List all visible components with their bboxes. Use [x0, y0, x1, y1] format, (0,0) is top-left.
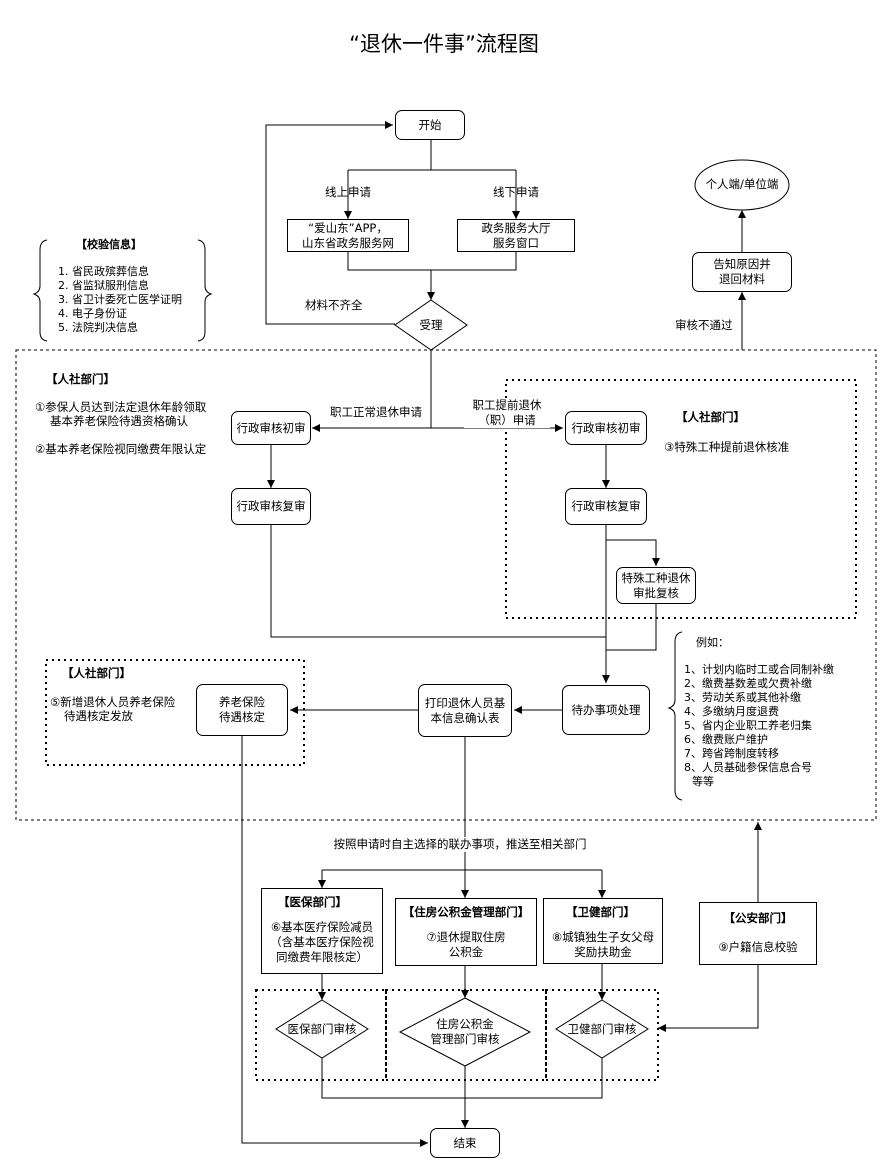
medical-dept-line-1: ⑥基本医疗保险减员: [270, 920, 374, 934]
health-dept-line-2: 奖励扶助金: [574, 945, 632, 959]
verify-info-item: 1. 省民政殡葬信息: [58, 265, 149, 278]
health-audit-label: 卫健部门审核: [567, 1022, 637, 1036]
housing-dept-line-1: ⑦退休提取住房: [426, 930, 506, 944]
verify-info-item: 3. 省卫计委死亡医学证明: [58, 293, 182, 306]
print-confirm-line-2: 本信息确认表: [430, 710, 500, 725]
admin-recheck-left: 行政审核复审: [231, 488, 311, 525]
hr-item-3: ③特殊工种提前退休核准: [664, 440, 790, 454]
offline-apply-label: 线下申请: [493, 185, 539, 199]
review-failed-label: 审核不通过: [675, 318, 733, 332]
example-item: 8、人员基础参保信息合号: [684, 761, 812, 774]
example-item: 4、多缴纳月度退费: [684, 705, 779, 718]
hr-item-1-line-2: 基本养老保险待遇资格确认: [50, 414, 188, 428]
verify-info-list: 【校验信息】 1. 省民政殡葬信息 2. 省监狱服刑信息 3. 省卫计委死亡医学…: [58, 238, 182, 335]
examples-heading: 例如：: [696, 636, 729, 649]
online-channel-box: “爱山东”APP， 山东省政务服务网: [287, 219, 409, 252]
print-confirm-line-1: 打印退休人员基: [424, 695, 506, 710]
medical-dept-line-2: （含基本医疗保险视: [270, 935, 374, 949]
hr-item-2: ②基本养老保险视同缴费年限认定: [35, 442, 207, 456]
medical-dept-heading: 【医保部门】: [278, 895, 347, 909]
normal-retire-label: 职工正常退休申请: [330, 405, 422, 419]
hr-main-heading: 【人社部门】: [46, 372, 115, 386]
pension-check-line-2: 待遇核定: [219, 710, 265, 724]
pending-matters-box: 待办事项处理: [562, 685, 650, 735]
admin-recheck-right: 行政审核复审: [565, 488, 647, 525]
online-apply-label: 线上申请: [325, 185, 371, 199]
admin-initial-left-label: 行政审核初审: [236, 420, 306, 435]
hr-item-5-line-1: ⑤新增退休人员养老保险: [50, 695, 176, 709]
example-item: 2、缴费基数差或欠费补缴: [684, 677, 812, 690]
housing-fund-dept-box: 【住房公积金管理部门】 ⑦退休提取住房 公积金: [395, 898, 537, 966]
admin-initial-right-label: 行政审核初审: [571, 420, 641, 435]
medical-dept-box: 【医保部门】 ⑥基本医疗保险减员 （含基本医疗保险视 同缴费年限核定）: [261, 888, 383, 974]
example-item: 3、劳动关系或其他补缴: [684, 691, 801, 704]
example-item: 等等: [692, 775, 714, 788]
medical-audit-label: 医保部门审核: [287, 1022, 357, 1036]
verify-info-item: 2. 省监狱服刑信息: [58, 279, 149, 292]
diagram-title: “退休一件事”流程图: [349, 32, 539, 56]
admin-recheck-left-label: 行政审核复审: [236, 499, 306, 513]
housing-audit-line-1: 住房公积金: [436, 1017, 494, 1031]
early-retire-label: 职工提前退休 （职）申请: [464, 398, 550, 428]
example-item: 1、计划内临时工或合同制补缴: [684, 663, 834, 676]
verify-info-heading: 【校验信息】: [76, 238, 142, 251]
housing-dept-line-2: 公积金: [448, 945, 484, 959]
personal-unit-label: 个人端/单位端: [705, 177, 779, 191]
special-approval-line-1: 特殊工种退休: [621, 570, 691, 585]
notify-return-box: 告知原因并 退回材料: [692, 252, 792, 292]
housing-audit-label: 住房公积金 管理部门审核: [410, 1017, 520, 1047]
admin-initial-review-right: 行政审核初审: [565, 411, 647, 445]
housing-audit-line-2: 管理部门审核: [430, 1032, 500, 1046]
verify-info-item: 4. 电子身份证: [58, 307, 127, 320]
push-departments-note: 按照申请时自主选择的联办事项，推送至相关部门: [290, 837, 630, 852]
notify-return-line-2: 退回材料: [719, 272, 765, 286]
early-retire-line-2: （职）申请: [478, 413, 536, 427]
admin-initial-review-left: 行政审核初审: [231, 411, 311, 445]
hr-item-5-line-2: 待遇核定发放: [64, 709, 133, 723]
police-dept-line: ⑨户籍信息校验: [718, 940, 798, 954]
police-dept-box: 【公安部门】 ⑨户籍信息校验: [699, 902, 817, 965]
example-item: 5、省内企业职工养老归集: [684, 719, 812, 732]
special-approval-line-2: 审批复核: [633, 585, 679, 600]
medical-dept-line-3: 同缴费年限核定）: [276, 950, 368, 964]
print-confirm-box: 打印退休人员基 本信息确认表: [418, 684, 512, 737]
end-node: 结束: [430, 1128, 500, 1158]
notify-return-line-1: 告知原因并: [713, 257, 771, 271]
special-job-approval-box: 特殊工种退休 审批复核: [616, 567, 696, 604]
pending-matters-label: 待办事项处理: [571, 702, 641, 717]
health-dept-box: 【卫健部门】 ⑧城镇独生子女父母 奖励扶助金: [543, 898, 663, 964]
end-label: 结束: [453, 1135, 477, 1150]
example-item: 6、缴费账户维护: [684, 733, 768, 746]
health-dept-line-1: ⑧城镇独生子女父母: [551, 930, 655, 944]
example-item: 7、跨省跨制度转移: [684, 747, 779, 760]
accept-label: 受理: [419, 318, 443, 332]
online-channel-line-1: “爱山东”APP，: [308, 220, 388, 235]
offline-channel-line-2: 服务窗口: [493, 235, 539, 250]
verify-info-item: 5. 法院判决信息: [58, 321, 138, 334]
pension-check-box: 养老保险 待遇核定: [196, 684, 288, 736]
pension-check-line-1: 养老保险: [219, 695, 265, 709]
offline-channel-box: 政务服务大厅 服务窗口: [457, 219, 575, 252]
online-channel-line-2: 山东省政务服务网: [302, 235, 394, 250]
hr-early-heading: 【人社部门】: [676, 410, 745, 424]
start-node: 开始: [395, 110, 465, 140]
examples-list: 例如： 1、计划内临时工或合同制补缴 2、缴费基数差或欠费补缴 3、劳动关系或其…: [684, 636, 834, 789]
health-dept-heading: 【卫健部门】: [566, 905, 635, 919]
start-label: 开始: [418, 117, 442, 132]
housing-dept-heading: 【住房公积金管理部门】: [402, 905, 530, 919]
early-retire-line-1: 职工提前退休: [472, 398, 542, 412]
hr-pension-heading: 【人社部门】: [62, 666, 131, 680]
police-dept-heading: 【公安部门】: [723, 911, 793, 925]
admin-recheck-right-label: 行政审核复审: [571, 499, 641, 513]
materials-incomplete-label: 材料不齐全: [305, 298, 363, 312]
hr-item-1-line-1: ①参保人员达到法定退休年龄领取: [35, 400, 207, 414]
offline-channel-line-1: 政务服务大厅: [481, 220, 551, 235]
